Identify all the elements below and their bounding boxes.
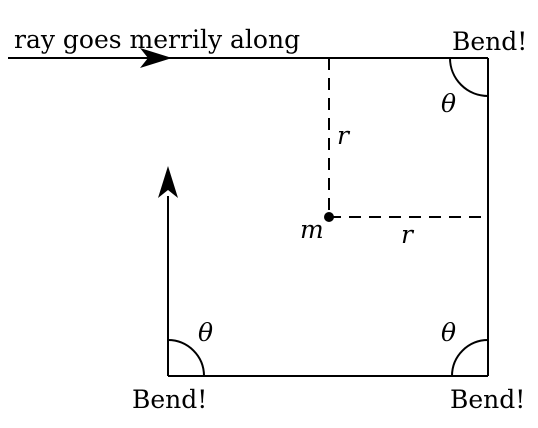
incoming-ray-arrowhead <box>140 48 172 68</box>
mass-point <box>324 212 334 222</box>
theta-label-bottom-right: θ <box>441 318 456 347</box>
ray-label: ray goes merrily along <box>14 25 300 54</box>
theta-label-bottom-left: θ <box>198 318 213 347</box>
mass-label: m <box>300 215 324 244</box>
angle-arc-bottom-right <box>451 339 489 377</box>
radius-label-vertical: r <box>337 121 351 150</box>
bend-label-top-right: Bend! <box>452 27 527 56</box>
bend-label-bottom-left: Bend! <box>132 385 207 414</box>
bend-label-bottom-right: Bend! <box>450 385 525 414</box>
angle-arc-top-right <box>449 57 489 97</box>
radius-label-horizontal: r <box>401 220 415 249</box>
theta-label-top-right: θ <box>441 89 456 118</box>
angle-arc-bottom-left <box>167 339 205 377</box>
outgoing-ray-arrowhead <box>158 166 178 198</box>
